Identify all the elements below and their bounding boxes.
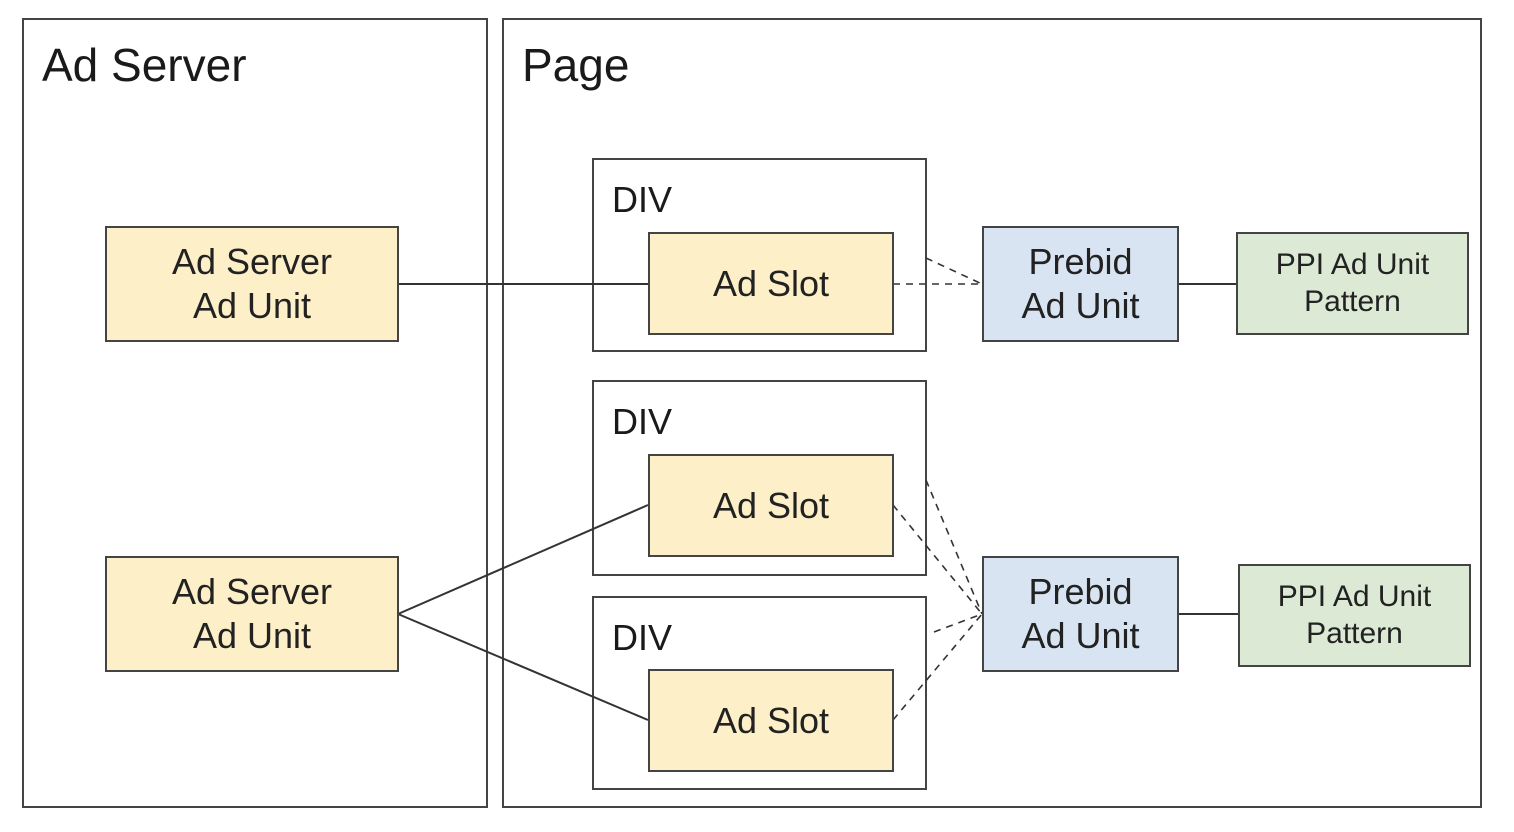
prebid-ad-unit-line1: Prebid [1028,571,1133,613]
ad-server-ad-unit-line1: Ad Server [171,241,333,283]
page-panel-title: Page [522,39,630,91]
ad-server-ad-unit-1: Ad Server Ad Unit [105,226,399,342]
ppi-pattern-line2: Pattern [1304,284,1401,318]
ad-slot-label: Ad Slot [712,484,830,526]
ad-slot-2: Ad Slot [648,454,894,557]
ad-server-ad-unit-2: Ad Server Ad Unit [105,556,399,672]
ad-server-panel-title: Ad Server [42,39,247,91]
ppi-ad-unit-pattern-1: PPI Ad Unit Pattern [1236,232,1469,335]
prebid-ad-unit-line2: Ad Unit [1021,615,1140,656]
div-label: DIV [612,179,673,220]
ad-slot-1: Ad Slot [648,232,894,335]
ppi-pattern-line1: PPI Ad Unit [1275,247,1430,281]
ad-slot-3: Ad Slot [648,669,894,772]
div-label: DIV [612,401,673,442]
ad-server-panel: Ad Server [22,18,488,808]
ad-slot-label: Ad Slot [712,262,830,304]
ad-server-ad-unit-line2: Ad Unit [192,285,312,326]
div-label: DIV [612,617,673,658]
prebid-ad-unit-1: Prebid Ad Unit [982,226,1179,342]
ad-server-ad-unit-line1: Ad Server [171,571,333,613]
prebid-ad-unit-2: Prebid Ad Unit [982,556,1179,672]
ppi-pattern-line1: PPI Ad Unit [1277,579,1432,613]
ad-server-ad-unit-line2: Ad Unit [192,615,312,656]
ppi-pattern-line2: Pattern [1306,616,1403,650]
prebid-ad-unit-line2: Ad Unit [1021,285,1140,326]
prebid-ad-unit-line1: Prebid [1028,241,1133,283]
ppi-ad-unit-pattern-2: PPI Ad Unit Pattern [1238,564,1471,667]
ad-slot-label: Ad Slot [712,699,830,741]
